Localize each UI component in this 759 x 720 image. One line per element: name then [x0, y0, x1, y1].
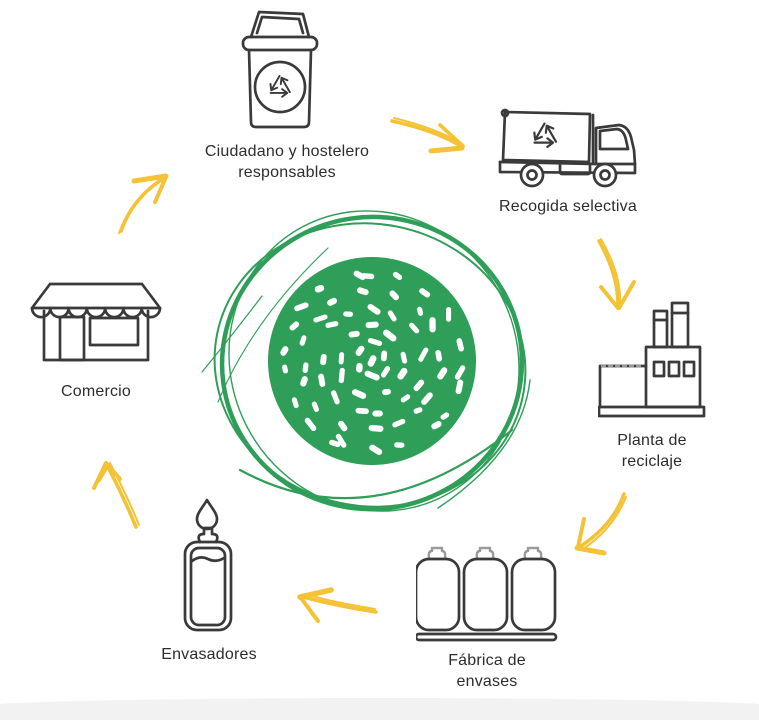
label-line: Fábrica de [448, 652, 526, 669]
arrow-comercio-to-ciudadano [118, 173, 169, 234]
arrow-fabrica-to-envasadores [297, 587, 378, 623]
label-line: Ciudadano y hostelero [204, 143, 370, 160]
garbage-truck-icon [498, 108, 637, 188]
node-label-envasadores: Envasadores [144, 644, 274, 665]
sketch-rings [201, 210, 531, 512]
droplet-icon [195, 498, 219, 531]
label-line: responsables [238, 164, 336, 181]
node-label-fabrica: Fábrica de envases [427, 650, 547, 692]
label-line: Comercio [60, 383, 132, 400]
label-line: Planta de [617, 432, 687, 449]
arrow-recogida-to-planta [597, 238, 636, 310]
node-label-recogida: Recogida selectiva [478, 196, 658, 217]
bottle-filling-icon [183, 498, 233, 632]
scribble-circle-icon [201, 210, 531, 512]
dash-texture [280, 270, 466, 455]
node-label-ciudadano: Ciudadano y hostelero responsables [170, 141, 404, 183]
section-divider-band [0, 698, 759, 720]
label-line: reciclaje [621, 453, 683, 470]
label-line: Envasadores [161, 646, 257, 663]
arrow-planta-to-fabrica [574, 492, 627, 556]
node-label-planta: Planta de reciclaje [602, 430, 702, 472]
node-label-comercio: Comercio [36, 381, 156, 402]
recycling-plant-icon [598, 301, 706, 418]
recycle-bin-icon [241, 10, 319, 129]
awning-icon [30, 282, 162, 310]
arrow-envasadores-to-comercio [92, 461, 140, 529]
label-line: envases [456, 673, 518, 690]
label-line: Recogida selectiva [499, 198, 637, 215]
glass-bottles-icon [416, 546, 558, 642]
storefront-icon [30, 282, 162, 362]
